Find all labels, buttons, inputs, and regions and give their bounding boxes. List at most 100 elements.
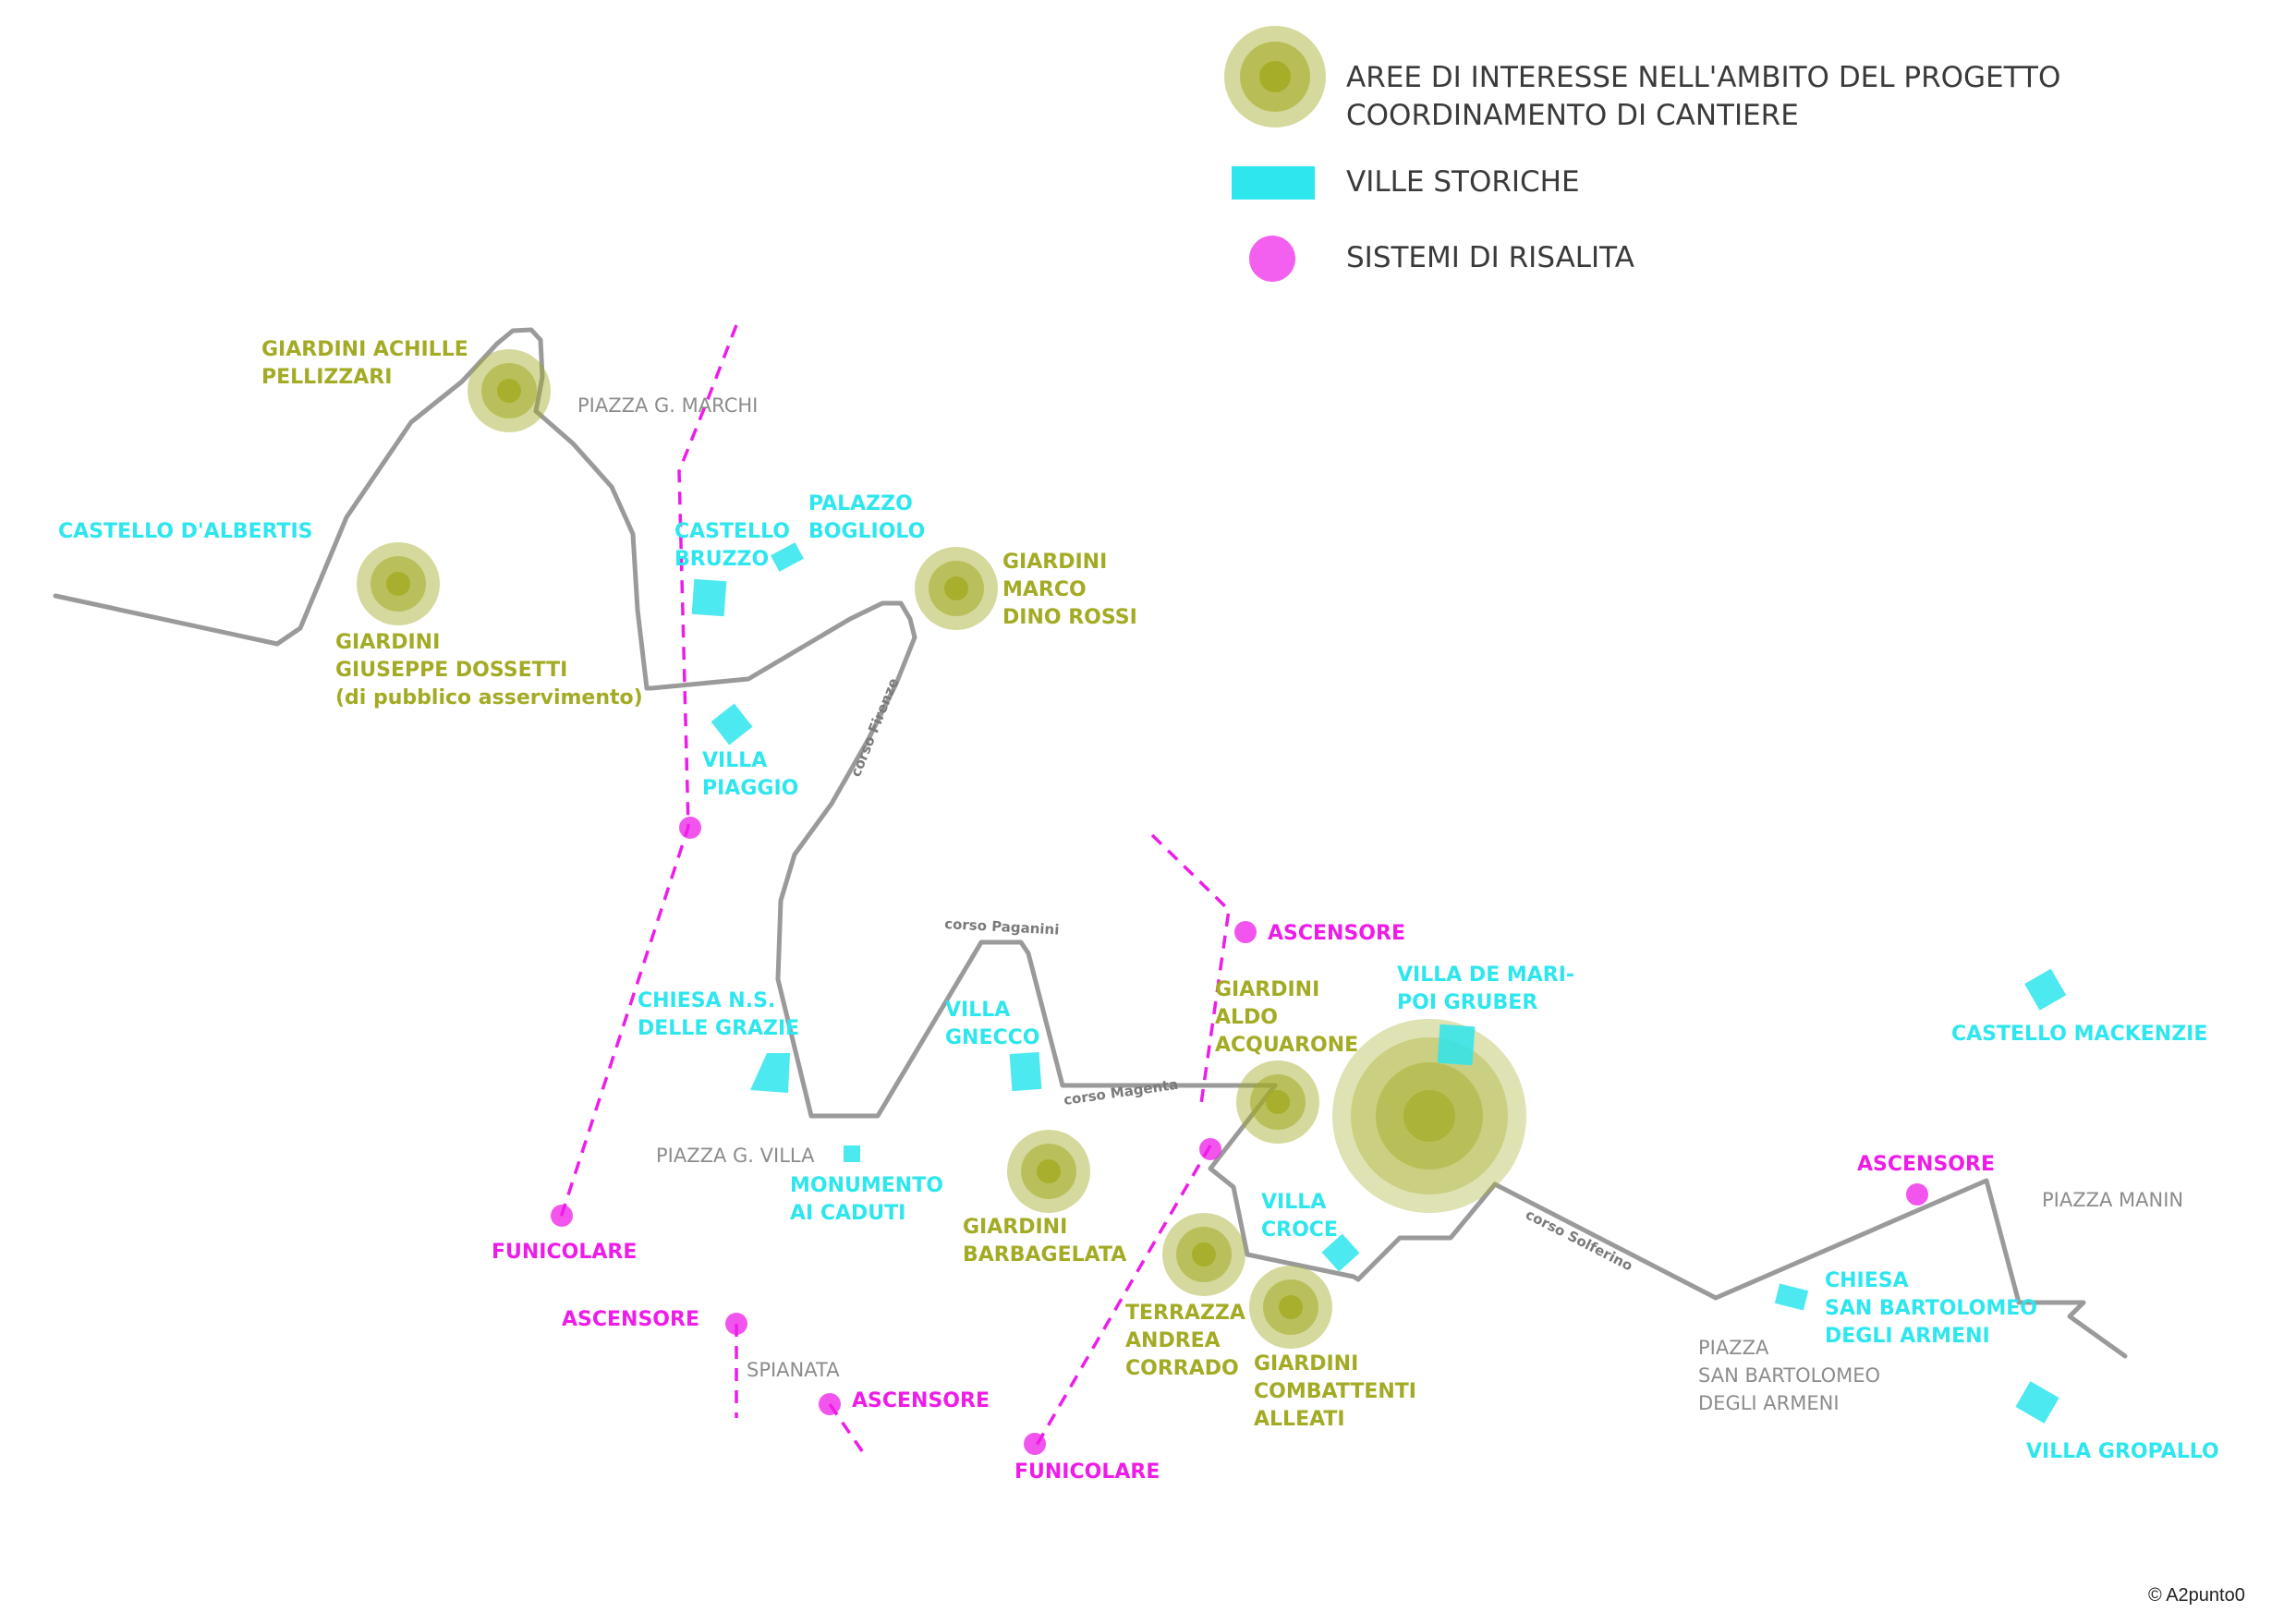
copyright-label: © A2punto0 [2148,1585,2245,1606]
road-east [1208,1083,2128,1359]
label-dino-rossi-1: GIARDINI [1002,551,1107,574]
label-acquarone-3: ACQUARONE [1215,1034,1358,1057]
road-west [53,327,1278,1119]
funicular-line-2 [1150,833,1231,1105]
label-pellizzari-2: PELLIZZARI [261,366,392,389]
area-combattenti [1249,1266,1332,1349]
label-bruzzo-2: BRUZZO [674,548,769,571]
legend-lifts-symbol [1249,236,1295,282]
area-acquarone [1236,1060,1319,1144]
label-mackenzie: CASTELLO MACKENZIE [1951,1023,2207,1046]
legend-interest-symbol [1224,26,1326,127]
area-dossetti [357,542,440,625]
label-dossetti-2: GIUSEPPE DOSSETTI [335,659,567,682]
label-pellizzari-1: GIARDINI ACHILLE [261,338,468,361]
label-piazza-manin: PIAZZA MANIN [2042,1189,2183,1211]
lift-dot-4 [1199,1138,1221,1160]
legend-interest-label-1: AREE DI INTERESSE NELL'AMBITO DEL PROGET… [1346,61,2060,94]
villa-demari-symbol [1437,1024,1476,1066]
label-gnecco-1: VILLA [945,999,1010,1022]
area-demari-large [1332,1019,1526,1213]
villa-labels: CASTELLO D'ALBERTIS CASTELLO BRUZZO PALA… [58,492,2219,1463]
label-piaggio-2: PIAGGIO [702,777,798,800]
villa-gnecco-symbol [1009,1051,1042,1092]
lift-dot-2 [551,1205,573,1227]
label-bogliolo-1: PALAZZO [808,492,913,515]
legend-villas-label: VILLE STORICHE [1346,165,1580,199]
label-acquarone-2: ALDO [1215,1006,1278,1029]
villa-monumento-symbol [844,1145,860,1162]
label-ascensore-4: ASCENSORE [1857,1153,1995,1176]
label-grazie-2: DELLE GRAZIE [638,1017,799,1040]
legend: AREE DI INTERESSE NELL'AMBITO DEL PROGET… [1224,26,2060,282]
villas [691,542,2067,1424]
funicular-line-1 [559,324,738,1218]
area-pellizzari [468,349,551,432]
label-piaggio-1: VILLA [702,749,767,772]
label-piazza-sb-2: SAN BARTOLOMEO [1698,1364,1880,1387]
area-dino-rossi [915,547,998,630]
label-monumento-2: AI CADUTI [790,1202,905,1225]
lift-dot-7 [819,1393,841,1415]
label-corrado-1: TERRAZZA [1125,1302,1245,1325]
label-piazza-sb-1: PIAZZA [1698,1337,1769,1359]
villa-piaggio-symbol [711,703,753,745]
label-demari-2: POI GRUBER [1397,991,1537,1014]
villa-bogliolo-symbol [771,542,804,572]
lift-dot-6 [725,1313,747,1335]
label-bruzzo-1: CASTELLO [674,520,790,543]
label-corso-paganini: corso Paganini [944,915,1060,938]
lift-labels: FUNICOLARE FUNICOLARE ASCENSORE ASCENSOR… [492,922,1995,1484]
roads [53,327,2128,1359]
area-corrado [1162,1213,1245,1296]
label-corrado-3: CORRADO [1125,1357,1239,1380]
villa-bruzzo-symbol [691,578,727,617]
villa-grazie-symbol [750,1053,790,1093]
legend-villas-symbol [1232,166,1315,200]
label-chiesa-sb-2: SAN BARTOLOMEO [1825,1297,2037,1320]
lift-dot-1 [679,817,701,839]
label-barbagelata-1: GIARDINI [963,1216,1067,1239]
place-labels: PIAZZA G. MARCHI PIAZZA G. VILLA SPIANAT… [577,394,2183,1414]
lift-stations [551,817,1928,1455]
label-corso-solferino: corso Solferino [1523,1206,1635,1275]
label-albertis: CASTELLO D'ALBERTIS [58,520,313,543]
label-ascensore-1: ASCENSORE [1268,922,1405,945]
lift-dot-8 [1906,1183,1928,1206]
lift-dot-5 [1024,1433,1046,1455]
legend-lifts-label: SISTEMI DI RISALITA [1346,241,1634,274]
label-combattenti-2: COMBATTENTI [1254,1380,1416,1403]
label-combattenti-3: ALLEATI [1254,1408,1345,1431]
label-piazza-villa: PIAZZA G. VILLA [656,1145,815,1167]
label-funicolare-1: FUNICOLARE [492,1241,637,1264]
lift-dot-3 [1234,921,1257,943]
label-barbagelata-2: BARBAGELATA [963,1243,1126,1266]
label-croce-1: VILLA [1261,1191,1326,1214]
label-acquarone-1: GIARDINI [1215,978,1319,1001]
label-piazza-sb-3: DEGLI ARMENI [1698,1392,1840,1414]
label-dossetti-1: GIARDINI [335,631,440,654]
label-ascensore-2: ASCENSORE [562,1308,699,1331]
label-corso-firenze: corso Firenze [847,675,902,779]
funicular-line-3 [1033,1145,1212,1449]
label-spianata: SPIANATA [747,1359,840,1381]
label-chiesa-sb-1: CHIESA [1825,1269,1909,1292]
label-dino-rossi-2: MARCO [1002,578,1087,601]
label-gropallo: VILLA GROPALLO [2026,1440,2219,1463]
green-areas [357,349,1526,1349]
label-piazza-marchi: PIAZZA G. MARCHI [577,394,758,417]
legend-interest-label-2: COORDINAMENTO DI CANTIERE [1346,99,1799,132]
label-demari-1: VILLA DE MARI- [1397,963,1574,987]
label-dino-rossi-3: DINO ROSSI [1002,606,1137,629]
label-croce-2: CROCE [1261,1218,1338,1242]
label-gnecco-2: GNECCO [945,1026,1040,1049]
label-ascensore-3: ASCENSORE [852,1389,990,1412]
label-grazie-1: CHIESA N.S. [638,989,775,1012]
villa-mackenzie-symbol [2024,968,2067,1011]
label-funicolare-2: FUNICOLARE [1014,1460,1160,1484]
label-dossetti-3: (di pubblico asservimento) [335,686,643,709]
villa-chiesa-sb-symbol [1774,1283,1809,1311]
green-labels: GIARDINI ACHILLE PELLIZZARI GIARDINI GIU… [261,338,1416,1431]
label-corrado-2: ANDREA [1125,1329,1221,1352]
